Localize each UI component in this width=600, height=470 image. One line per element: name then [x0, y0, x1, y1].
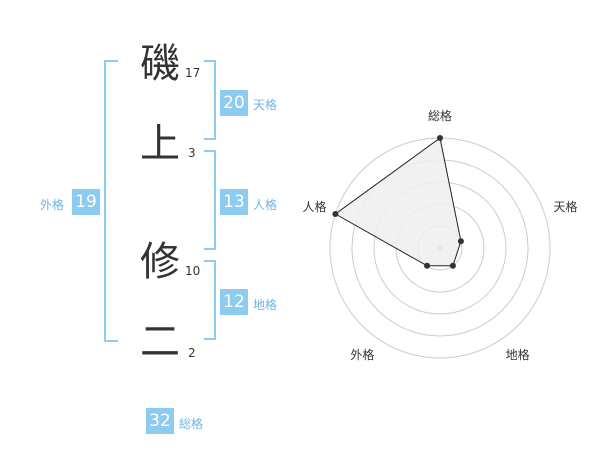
- radar-points: [332, 135, 464, 269]
- chikaku-bracket: [204, 260, 216, 340]
- radar-axis-label-2: 天格: [554, 199, 578, 214]
- radar-area: [334, 137, 462, 267]
- soukaku-label: 総格: [179, 417, 204, 431]
- stroke-count-1: 17: [185, 66, 201, 80]
- stroke-count-4: 2: [188, 346, 196, 360]
- name-char-2: 上: [140, 121, 180, 167]
- name-char-1: 磯: [140, 41, 180, 87]
- radar-point-4: [424, 262, 431, 269]
- stroke-count-3: 10: [185, 264, 201, 278]
- radar-axis-label-5: 人格: [302, 199, 326, 214]
- name-char-3: 修: [140, 239, 180, 285]
- stroke-count-2: 3: [188, 146, 196, 160]
- radar-axis-label-1: 総格: [428, 108, 452, 123]
- radar-point-1: [437, 135, 443, 141]
- jinkaku-label: 人格: [253, 198, 278, 212]
- soukaku-value: 32: [146, 408, 174, 434]
- chikaku-label: 地格: [253, 298, 278, 312]
- radar-point-3: [449, 262, 456, 269]
- radar-axis-label-4: 外格: [350, 347, 374, 362]
- tenkaku-bracket: [204, 60, 216, 140]
- tenkaku-label: 天格: [253, 98, 278, 112]
- name-char-4: 二: [140, 319, 180, 365]
- gaikaku-value: 19: [72, 189, 100, 215]
- gaikaku-bracket: [104, 60, 118, 342]
- tenkaku-value: 20: [220, 90, 248, 116]
- jinkaku-bracket: [204, 150, 216, 250]
- radar-point-2: [457, 238, 464, 245]
- radar-axis-label-3: 地格: [506, 347, 530, 362]
- radar-point-5: [332, 211, 339, 218]
- jinkaku-value: 13: [220, 189, 248, 215]
- gaikaku-label: 外格: [40, 198, 65, 212]
- chikaku-value: 12: [220, 289, 248, 315]
